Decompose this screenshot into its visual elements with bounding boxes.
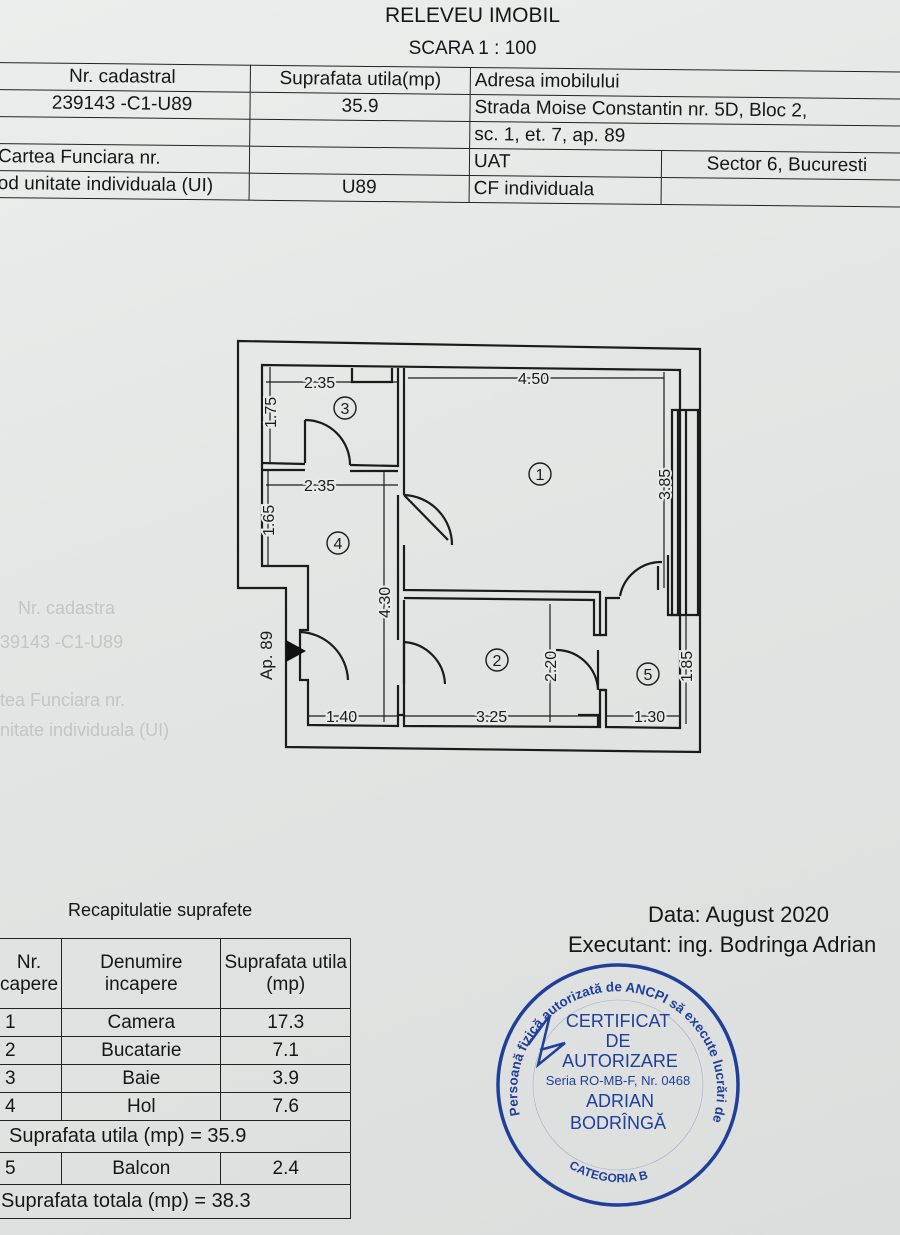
cell: Camera xyxy=(61,1008,222,1037)
cell: Baie xyxy=(61,1064,222,1093)
bleed-through-text: 39143 -C1-U89 xyxy=(0,632,124,652)
stamp-line: CERTIFICAT xyxy=(566,1011,670,1031)
floor-plan: 2.35 1.75 2.35 1.65 4.50 3.85 4.30 2.20 … xyxy=(236,339,702,754)
stamp-line: AUTORIZARE xyxy=(562,1051,678,1071)
recap-title: Recapitulatie suprafete xyxy=(68,900,253,920)
bleed-through-text: tea Funciara nr. xyxy=(0,690,126,710)
header-area: Suprafata utila xyxy=(224,951,347,973)
stamp-line: BODRÎNGĂ xyxy=(570,1113,666,1133)
cell: 3.9 xyxy=(220,1064,351,1093)
stamp-category-path: CATEGORIA B xyxy=(567,1158,649,1185)
bleed-through-text: nitate individuala (UI) xyxy=(0,720,170,740)
stamp-line: ADRIAN xyxy=(586,1091,654,1111)
dim-bath-height: 1.75 xyxy=(263,397,280,428)
document-title: RELEVEU IMOBIL xyxy=(384,4,561,27)
room-number: 5 xyxy=(644,667,653,684)
dim-hall-upper-height: 1.65 xyxy=(261,505,278,536)
dimension-lines xyxy=(266,367,687,724)
entrance-arrow-icon xyxy=(286,640,306,662)
signature-mark xyxy=(526,1014,566,1069)
document-scale: SCARA 1 : 100 xyxy=(408,38,537,59)
cell: 1 xyxy=(0,1008,63,1037)
bleed-through-text: Nr. cadastra xyxy=(18,598,116,618)
room-number: 3 xyxy=(341,401,350,418)
dim-balcony-width: 1.30 xyxy=(634,709,665,726)
cell: 5 xyxy=(0,1152,63,1185)
dim-balcony-height: 1.85 xyxy=(679,651,696,682)
cell: Bucatarie xyxy=(61,1036,222,1065)
cell: 4 xyxy=(0,1092,63,1121)
header-area-2: (mp) xyxy=(266,973,306,995)
date-label: Data: August 2020 xyxy=(648,902,830,927)
room-number: 4 xyxy=(334,536,343,553)
dimension-labels: 2.35 1.75 2.35 1.65 4.50 3.85 4.30 2.20 … xyxy=(257,369,698,728)
dim-kitchen-height: 2.20 xyxy=(543,651,560,682)
total-row: Suprafata totala (mp) = 38.3 xyxy=(0,1184,351,1219)
authorization-stamp: Persoană fizică autorizată de ANCPI să e… xyxy=(490,955,740,1207)
cell: 17.3 xyxy=(220,1008,351,1037)
cell: 7.1 xyxy=(220,1036,351,1065)
header-name-2: incapere xyxy=(104,973,178,995)
cell: 2 xyxy=(0,1036,63,1065)
room-number: 2 xyxy=(493,653,502,670)
dim-camera-width: 4.50 xyxy=(518,371,549,388)
dim-kitchen-width: 3.25 xyxy=(476,709,507,726)
header-name: Denumire xyxy=(100,951,183,973)
cell: Hol xyxy=(61,1092,222,1121)
dim-bath-width: 2.35 xyxy=(304,375,335,392)
entrance-label: Ap. 89 xyxy=(257,631,276,680)
subtotal: Suprafata utila (mp) = 35.9 xyxy=(0,1120,351,1153)
room-markers xyxy=(326,396,660,686)
room-numbers: 1 2 3 4 5 xyxy=(334,401,653,684)
room-number: 1 xyxy=(536,467,545,484)
cell: 2.4 xyxy=(220,1152,351,1185)
subtotal-row: Suprafata utila (mp) = 35.9 xyxy=(0,1120,351,1153)
cell: Balcon xyxy=(61,1152,222,1185)
dim-camera-height: 3.85 xyxy=(657,469,674,500)
stamp-line: Seria RO-MB-F, Nr. 0468 xyxy=(546,1073,691,1088)
total: Suprafata totala (mp) = 38.3 xyxy=(0,1184,351,1219)
stamp-line: DE xyxy=(605,1031,630,1051)
stamp-category: CATEGORIA B xyxy=(567,1158,649,1185)
executant-label: Executant: ing. Bodringa Adrian xyxy=(568,932,877,957)
dim-hall-width: 2.35 xyxy=(304,478,335,495)
dim-entry-width: 1.40 xyxy=(326,709,357,726)
walls xyxy=(236,339,702,754)
cell: 7.6 xyxy=(220,1092,351,1121)
header-nr-2: capere xyxy=(0,973,59,995)
header-nr: Nr. xyxy=(16,951,42,973)
dim-hall-height: 4.30 xyxy=(377,587,394,618)
cell: 3 xyxy=(0,1064,63,1093)
